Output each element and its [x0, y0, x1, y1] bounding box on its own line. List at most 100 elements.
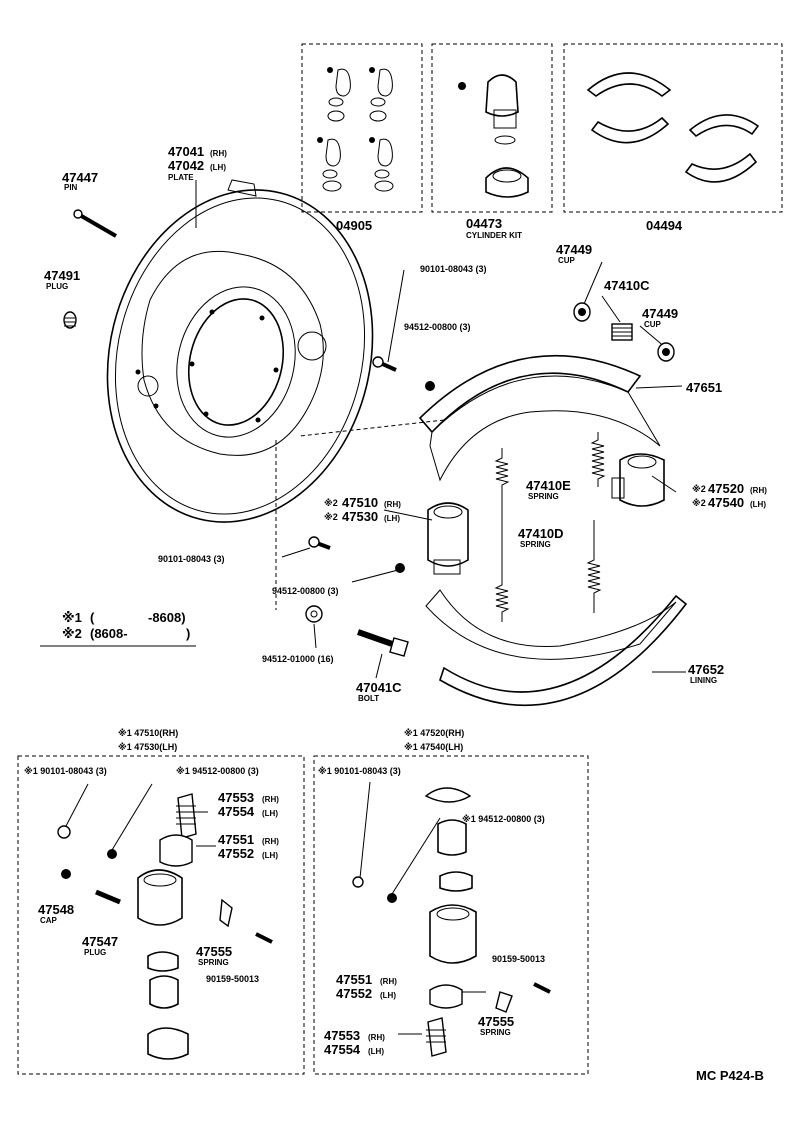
- label-plug: 47491 PLUG: [44, 268, 80, 291]
- detail-right-p1-lh: 47554: [324, 1042, 361, 1057]
- plug-part: [63, 311, 77, 329]
- label-plate: 47041 (RH) 47042 (LH) PLATE: [168, 144, 227, 182]
- label-cup-right: 47449 CUP: [642, 306, 678, 329]
- detail-right: ※1 47520(RH) ※1 47540(LH) ※1 90101-08043…: [313, 728, 589, 1075]
- spring-d-number: 47410D: [518, 526, 564, 541]
- cyl-right-suffix-lh: (LH): [750, 500, 766, 509]
- plate-suffix-rh: (RH): [210, 149, 227, 158]
- kit-04905-parts: [317, 67, 394, 192]
- bolt-c-part: [357, 629, 409, 657]
- label-bolt-c: 47041C BOLT: [356, 680, 402, 703]
- detail-left-p2-lh: 47552: [218, 846, 254, 861]
- cyl-left-suffix-rh: (RH): [384, 500, 401, 509]
- detail-left-header-rh: ※1 47510(RH): [118, 728, 178, 738]
- bolt-mid-part: [308, 536, 331, 550]
- bolt-c-number: 47041C: [356, 680, 402, 695]
- kit-04494-shoes: [586, 72, 760, 183]
- washer-mid-part: [395, 563, 405, 573]
- cyl-left-suffix-lh: (LH): [384, 514, 400, 523]
- note-2-value: ): [186, 626, 190, 641]
- washer-top-label: 94512-00800 (3): [404, 322, 471, 332]
- shoe-number: 47651: [686, 380, 722, 395]
- wheel-cylinder-left: [427, 502, 469, 575]
- detail-left-p2-lh-suffix: (LH): [262, 851, 278, 860]
- note-2-open: (8608-: [90, 626, 128, 641]
- detail-right-p2-lh-suffix: (LH): [380, 991, 396, 1000]
- detail-left-p1-rh: 47553: [218, 790, 254, 805]
- plate-suffix-lh: (LH): [210, 163, 226, 172]
- kit-number-04494: 04494: [646, 218, 683, 233]
- notes-legend: ※1 ( -8608) ※2 (8608- ): [40, 610, 196, 647]
- cyl-left-mark-lh: ※2: [324, 512, 338, 522]
- cups-and-spring-c: [573, 302, 675, 362]
- note-2-mark: ※2: [62, 626, 82, 641]
- cup-top-desc: CUP: [558, 256, 576, 265]
- detail-right-p2-rh-suffix: (RH): [380, 977, 397, 986]
- label-lining: 47652 LINING: [688, 662, 724, 685]
- detail-left-washer: ※1 94512-00800 (3): [176, 766, 259, 776]
- detail-left-plug-number: 47547: [82, 934, 118, 949]
- kit-desc-04473: CYLINDER KIT: [466, 231, 522, 240]
- detail-left-plug-desc: PLUG: [84, 948, 106, 957]
- cyl-right-suffix-rh: (RH): [750, 486, 767, 495]
- note-1-mark: ※1: [62, 610, 82, 625]
- note-1-value: -8608): [148, 610, 186, 625]
- spring-e-number: 47410E: [526, 478, 571, 493]
- cyl-left-number-lh: 47530: [342, 509, 378, 524]
- bolt-mid-label: 90101-08043 (3): [158, 554, 225, 564]
- footer-code: MC P424-B: [696, 1068, 764, 1083]
- spring-d-desc: SPRING: [520, 540, 551, 549]
- detail-left-p2-rh: 47551: [218, 832, 254, 847]
- detail-right-p1-lh-suffix: (LH): [368, 1047, 384, 1056]
- detail-left-bolt: ※1 90101-08043 (3): [24, 766, 107, 776]
- backing-plate: [106, 179, 374, 523]
- cyl-right-number-lh: 47540: [708, 495, 744, 510]
- detail-left-p1-lh-suffix: (LH): [262, 809, 278, 818]
- detail-right-washer: ※1 94512-00800 (3): [462, 814, 545, 824]
- cup-right-desc: CUP: [644, 320, 662, 329]
- detail-left-parts: [57, 783, 273, 1060]
- detail-left-cap-desc: CAP: [40, 916, 58, 925]
- detail-left-p2-rh-suffix: (RH): [262, 837, 279, 846]
- spring-d-left: [494, 448, 510, 622]
- label-spring-e: 47410E SPRING: [526, 478, 571, 501]
- kit-number-04905: 04905: [336, 218, 372, 233]
- cyl-right-mark-rh: ※2: [692, 484, 706, 494]
- cup-top-number: 47449: [556, 242, 592, 257]
- washer-bot-label: 94512-01000 (16): [262, 654, 334, 664]
- label-spring-c: 47410C: [604, 278, 650, 293]
- detail-right-bolt: ※1 90101-08043 (3): [318, 766, 401, 776]
- washer-bot-part: [305, 605, 323, 623]
- cyl-right-mark-lh: ※2: [692, 498, 706, 508]
- detail-right-parts: [352, 781, 551, 1057]
- detail-left-screw: 90159-50013: [206, 974, 259, 984]
- detail-left-p1-rh-suffix: (RH): [262, 795, 279, 804]
- label-spring-d: 47410D SPRING: [518, 526, 564, 549]
- cup-right-number: 47449: [642, 306, 678, 321]
- bolt-top-label: 90101-08043 (3): [420, 264, 487, 274]
- kit-number-04473: 04473: [466, 216, 502, 231]
- bolt-c-desc: BOLT: [358, 694, 379, 703]
- detail-right-p2-lh: 47552: [336, 986, 372, 1001]
- lining-number: 47652: [688, 662, 724, 677]
- washer-mid-label: 94512-00800 (3): [272, 586, 339, 596]
- label-cyl-right: ※2 47520 (RH) ※2 47540 (LH): [692, 481, 767, 510]
- plate-number-rh: 47041: [168, 144, 204, 159]
- kit-box-04905: 04905: [301, 43, 423, 233]
- detail-left-spring-number: 47555: [196, 944, 232, 959]
- spring-e-desc: SPRING: [528, 492, 559, 501]
- detail-right-p1-rh: 47553: [324, 1028, 360, 1043]
- spring-c-number: 47410C: [604, 278, 650, 293]
- pin-part: [73, 209, 118, 238]
- detail-left-p1-lh: 47554: [218, 804, 255, 819]
- detail-left-cap-number: 47548: [38, 902, 74, 917]
- detail-right-spring-number: 47555: [478, 1014, 514, 1029]
- kit-04473-parts: [458, 74, 529, 198]
- detail-right-p2-rh: 47551: [336, 972, 372, 987]
- detail-right-spring-desc: SPRING: [480, 1028, 511, 1037]
- pin-desc: PIN: [64, 183, 78, 192]
- bolt-top-part: [372, 356, 397, 372]
- washer-top-part: [425, 381, 435, 391]
- cyl-right-number-rh: 47520: [708, 481, 744, 496]
